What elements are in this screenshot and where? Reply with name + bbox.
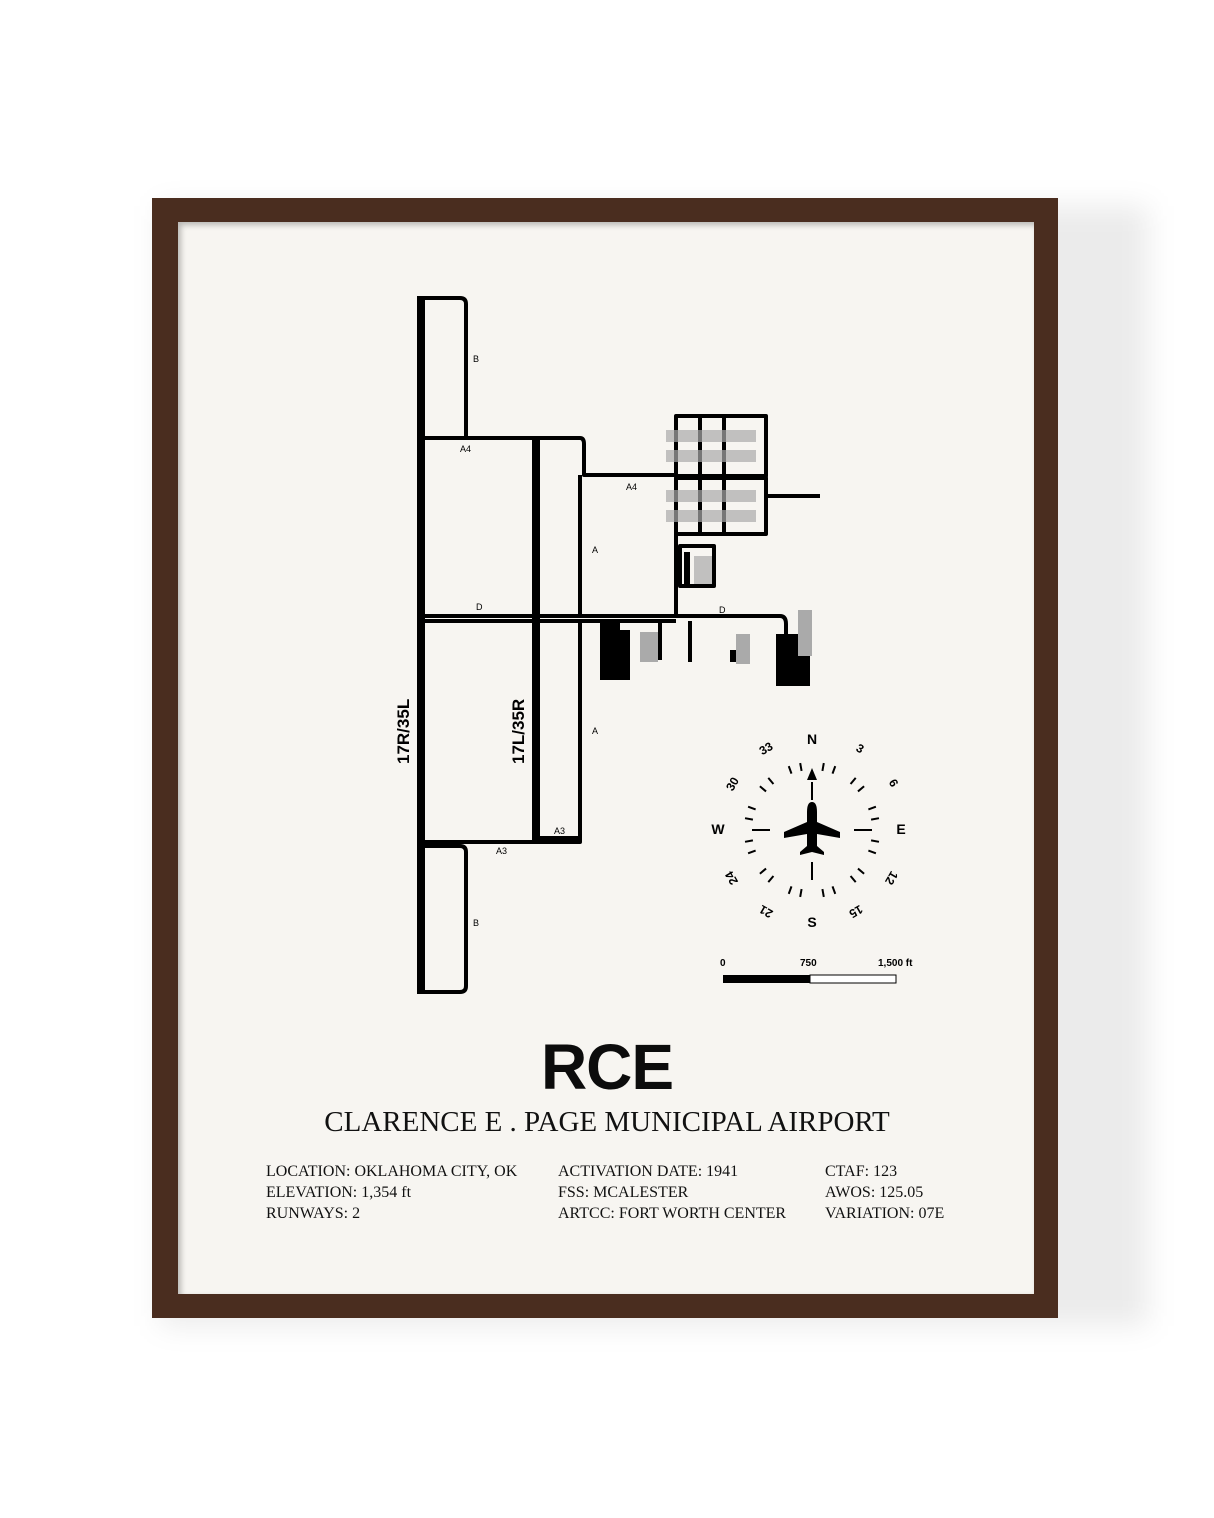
info-column-2: ACTIVATION DATE: 1941 FSS: MCALESTER ART…	[558, 1161, 786, 1224]
compass-tick	[744, 817, 754, 821]
compass-n: N	[807, 731, 817, 747]
compass-tick	[831, 886, 837, 895]
info-awos: AWOS: 125.05	[825, 1184, 924, 1201]
compass-w: W	[711, 821, 725, 837]
poster-mat	[178, 222, 1034, 1294]
airplane-icon	[784, 802, 840, 855]
info-location: LOCATION: OKLAHOMA CITY, OK	[266, 1163, 518, 1180]
compass-tick	[870, 817, 880, 821]
taxiway-label: B	[473, 354, 479, 364]
info-runways: RUNWAYS: 2	[266, 1205, 361, 1222]
compass-heading: 30	[723, 774, 742, 793]
compass-tick	[787, 765, 793, 774]
compass-tick	[868, 849, 877, 855]
info-column-3: CTAF: 123 AWOS: 125.05 VARIATION: 07E	[825, 1161, 944, 1224]
taxiway-label: D	[719, 605, 726, 615]
scale-tick: 1,500 ft	[878, 958, 913, 969]
compass-tick	[744, 839, 754, 843]
compass-tick	[849, 875, 857, 883]
compass-tick	[821, 888, 825, 898]
scale-tick: 0	[720, 958, 726, 969]
info-ctaf: CTAF: 123	[825, 1163, 898, 1180]
compass-tick	[857, 867, 865, 875]
compass-heading: 6	[886, 777, 902, 790]
compass-s: S	[807, 914, 816, 930]
compass-tick	[831, 765, 837, 774]
runway-label-17r-35l: 17R/35L	[394, 699, 413, 764]
compass-e: E	[896, 821, 905, 837]
taxiway-label: A3	[496, 846, 507, 856]
compass-heading: 33	[757, 739, 776, 758]
compass-tick	[870, 839, 880, 843]
info-activation: ACTIVATION DATE: 1941	[558, 1163, 739, 1180]
compass-tick	[799, 888, 803, 898]
compass-tick	[747, 849, 756, 855]
taxiway-label: B	[473, 918, 479, 928]
compass-heading: 24	[722, 868, 741, 887]
compass-tick	[767, 777, 775, 785]
taxiway-label: A4	[626, 482, 637, 492]
scale-bar: 0 750 1,500 ft	[720, 958, 913, 984]
compass-tick	[821, 762, 825, 772]
taxiway-label: A	[592, 545, 598, 555]
taxiway-label: D	[476, 602, 483, 612]
info-variation: VARIATION: 07E	[825, 1205, 945, 1222]
info-elevation: ELEVATION: 1,354 ft	[266, 1184, 412, 1201]
airport-code: RCE	[540, 1031, 674, 1103]
compass-heading: 3	[854, 741, 867, 757]
runway-label-17l-35r: 17L/35R	[509, 699, 528, 764]
compass-tick	[857, 785, 865, 793]
taxiway-label: A	[592, 726, 598, 736]
compass-tick	[799, 762, 803, 772]
compass-tick	[767, 875, 775, 883]
compass-heading: 12	[882, 869, 901, 888]
taxiway-label: A4	[460, 444, 471, 454]
scale-tick: 750	[800, 958, 817, 969]
airport-name: CLARENCE E . PAGE MUNICIPAL AIRPORT	[324, 1106, 890, 1138]
compass-tick	[759, 785, 767, 793]
info-column-1: LOCATION: OKLAHOMA CITY, OK ELEVATION: 1…	[266, 1161, 517, 1224]
compass-tick	[787, 886, 793, 895]
info-fss: FSS: MCALESTER	[558, 1184, 689, 1201]
taxiway-b-north	[424, 296, 468, 436]
compass-tick	[868, 805, 877, 811]
compass-tick	[849, 777, 857, 785]
compass-heading: 21	[756, 902, 775, 921]
compass-tick	[759, 867, 767, 875]
compass-rose	[744, 762, 880, 898]
info-artcc: ARTCC: FORT WORTH CENTER	[558, 1205, 787, 1222]
compass-tick	[747, 805, 756, 811]
compass-heading: 15	[846, 902, 865, 921]
taxiway-label: A3	[554, 826, 565, 836]
